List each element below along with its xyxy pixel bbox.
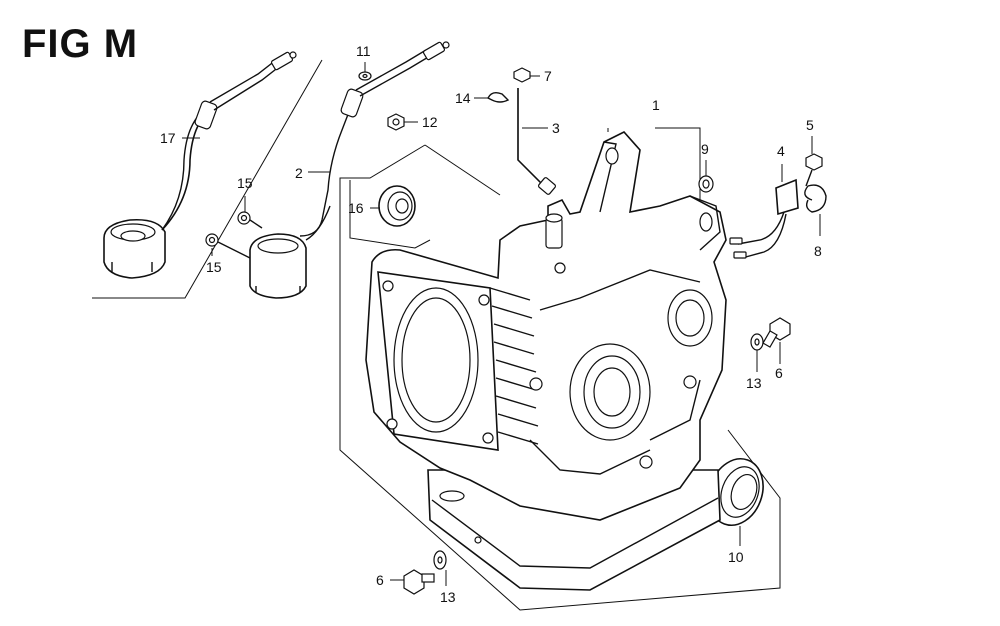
part-12-nut	[387, 113, 405, 131]
callout-14: 14	[455, 90, 471, 106]
callout-7: 7	[544, 68, 552, 84]
callout-10: 10	[728, 549, 744, 565]
part-13-washer-bottom	[433, 550, 447, 570]
callout-8: 8	[814, 243, 822, 259]
callout-16: 16	[348, 200, 364, 216]
part-2-cable	[299, 41, 450, 241]
callout-6-bottom: 6	[376, 572, 384, 588]
callout-12: 12	[422, 114, 438, 130]
part-13-washer-right	[750, 333, 764, 351]
part-17-oil-alert-unit	[103, 51, 297, 279]
callout-17: 17	[160, 130, 176, 146]
callout-1: 1	[652, 97, 660, 113]
part-16-bearing	[378, 185, 416, 227]
callout-15-top: 15	[237, 175, 253, 191]
part-6-bolt-bottom	[403, 569, 435, 595]
part-1-crankcase	[365, 131, 727, 591]
callout-6-right: 6	[775, 365, 783, 381]
callout-15-bottom: 15	[206, 259, 222, 275]
leader-lines	[182, 62, 821, 586]
callout-4: 4	[777, 143, 785, 159]
part-8-clip	[804, 184, 827, 213]
part-6-bolt-right	[762, 317, 791, 348]
callout-3: 3	[552, 120, 560, 136]
part-5-bolt	[805, 153, 823, 187]
part-11-washer	[358, 71, 372, 81]
part-9-grommet	[698, 175, 714, 193]
callout-5: 5	[806, 117, 814, 133]
callout-13-right: 13	[746, 375, 762, 391]
group-bracket-lines	[92, 59, 781, 611]
part-10-oil-seal	[708, 458, 764, 526]
callout-2: 2	[295, 165, 303, 181]
part-15-bolts-and-connector	[205, 211, 307, 299]
part-14-clip	[487, 91, 510, 103]
part-4-sensor	[729, 178, 799, 259]
figure-title: FIG M	[22, 22, 139, 66]
part-3-rod	[517, 88, 557, 195]
part-7-nut	[513, 67, 531, 83]
callout-9: 9	[701, 141, 709, 157]
callout-11: 11	[356, 43, 371, 59]
callout-13-bottom: 13	[440, 589, 456, 605]
callout-numbers: 1 2 3 4 5 6 6 7 8 9 10 11 12 13 13 14 15…	[160, 43, 822, 605]
